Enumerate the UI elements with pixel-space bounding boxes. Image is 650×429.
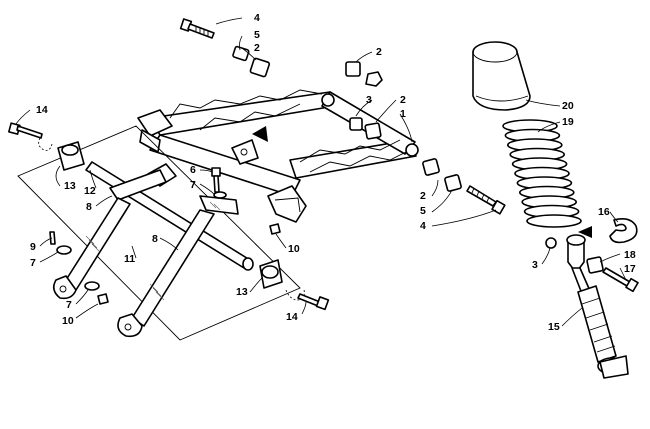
callout-label-c13b: 13 [236, 286, 248, 298]
bushing-2-right-upper [345, 61, 361, 77]
callout-label-c11: 11 [124, 253, 135, 265]
shock-bolt-17 [602, 267, 639, 293]
callout-label-c18: 18 [624, 249, 636, 261]
callout-label-c3a: 3 [366, 94, 372, 106]
callout-label-c9: 9 [30, 241, 36, 253]
callout-label-c2b: 2 [376, 46, 382, 58]
callout-label-c2d: 2 [420, 190, 426, 202]
bushing-2-mid [364, 122, 382, 140]
callout-label-c13a: 13 [64, 180, 76, 192]
bushing-18 [586, 256, 604, 274]
upper-bolt-4 [179, 18, 215, 39]
callout-label-c4b: 4 [420, 220, 426, 232]
callout-label-c14a: 14 [36, 104, 48, 116]
callout-label-c4a: 4 [254, 12, 260, 24]
washer-5-right [444, 174, 462, 192]
washer-5 [232, 45, 250, 62]
callout-label-c10a: 10 [288, 243, 300, 255]
callout-label-c5b: 5 [420, 205, 426, 217]
callout-label-c7a: 7 [190, 179, 196, 191]
callout-label-c10b: 10 [62, 315, 74, 327]
lower-arm-8-left [52, 163, 177, 300]
spring-coil [526, 214, 582, 228]
bushing-2-upper [249, 57, 271, 78]
callout-label-c8b: 8 [152, 233, 158, 245]
washer-7-left [56, 245, 72, 255]
washer-7-bottom [84, 281, 100, 291]
callout-label-c2c: 2 [400, 94, 406, 106]
bolt-9 [49, 231, 56, 245]
nut-10-bottom [97, 293, 109, 305]
callout-label-c17: 17 [624, 263, 636, 275]
callout-label-c7c: 7 [66, 299, 72, 311]
callout-label-c16: 16 [598, 206, 610, 218]
callout-label-c20: 20 [562, 100, 574, 112]
upper-a-arm [137, 89, 419, 223]
washer-7-top [213, 191, 227, 199]
right-bolt-4 [466, 185, 506, 215]
bushing-2-right [422, 158, 440, 176]
nut-10-top [269, 223, 281, 235]
callout-label-c14b: 14 [286, 311, 298, 323]
callout-label-c15: 15 [548, 321, 560, 333]
callout-label-c3b: 3 [532, 259, 538, 271]
callout-label-c7b: 7 [30, 257, 36, 269]
lower-arm-8-right [117, 195, 239, 338]
callout-label-c12: 12 [84, 185, 96, 197]
bolt-14-right [297, 293, 330, 311]
nut-3-shock [545, 237, 557, 249]
callout-leaders [15, 17, 627, 327]
circlip-16 [609, 218, 638, 244]
coil-spring-19 [502, 119, 582, 228]
callout-label-c19: 19 [562, 116, 574, 128]
shock-boot-20 [472, 41, 531, 111]
shock-body-15 [566, 234, 629, 379]
nut-3 [349, 117, 363, 131]
nut-2 [365, 71, 383, 87]
bolt-14-left [8, 122, 53, 151]
lower-frame-outline [17, 125, 301, 341]
callout-label-c5a: 5 [254, 29, 260, 41]
callout-label-c1: 1 [400, 108, 406, 120]
callout-label-c8a: 8 [86, 201, 92, 213]
callout-label-c2a: 2 [254, 42, 260, 54]
callout-label-c6: 6 [190, 164, 196, 176]
bolt-6 [211, 167, 221, 193]
